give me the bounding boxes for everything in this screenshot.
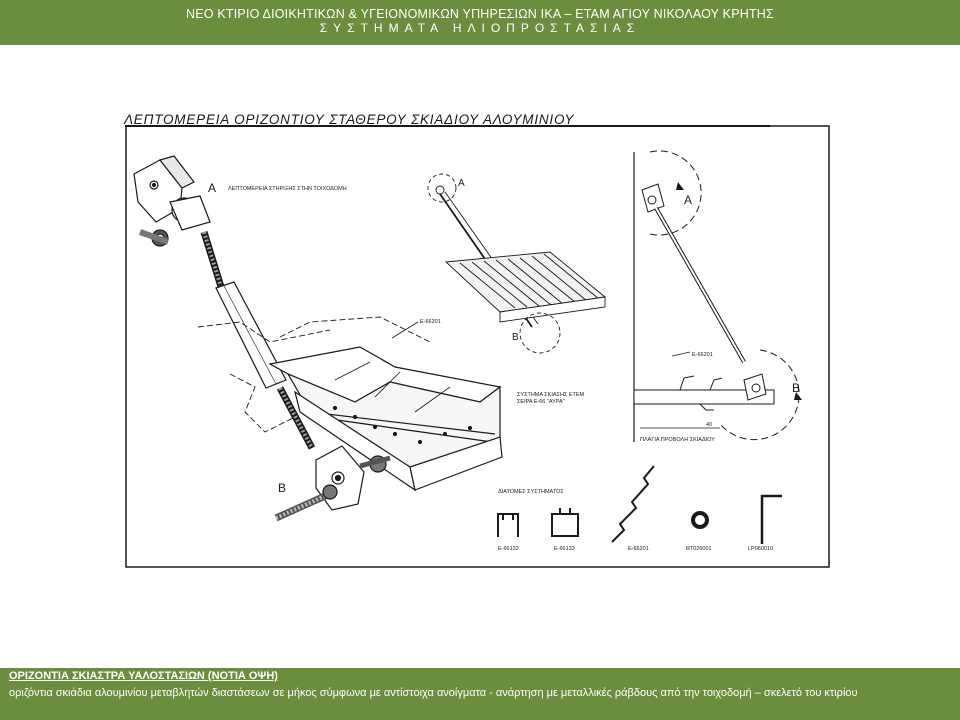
section-label-5: LP060010: [748, 546, 773, 552]
suspension-rod: [200, 230, 316, 450]
side-view-label: ΠΛΑΓΙΑ ΠΡΟΒΟΛΗ ΣΚΙΑΔΙΟΥ: [640, 437, 715, 443]
dimension-label: 40: [706, 422, 712, 428]
section-rt026001: [691, 511, 709, 529]
technical-drawing: ΛΕΠΤΟΜΕΡΕΙΑ ΟΡΙΖΟΝΤΙΟΥ ΣΤΑΘΕΡΟΥ ΣΚΙΑΔΙΟΥ…: [120, 112, 835, 570]
dashed-outline: [197, 321, 331, 343]
dashed-outline: [229, 373, 296, 433]
label-a-side: A: [684, 193, 692, 207]
footer-title: ΟΡΙΖΟΝΤΙΑ ΣΚΙΑΣΤΡΑ ΥΑΛΟΣΤΑΣΙΩΝ (ΝΟΤΙΑ ΟΨ…: [9, 670, 278, 682]
side-view: [633, 150, 802, 442]
section-label-2: E-66133: [554, 546, 575, 552]
label-b-side: B: [792, 381, 800, 395]
drawing-frame: [125, 125, 830, 568]
support-label: ΛΕΠΤΟΜΕΡΕΙΑ ΣΤΗΡΙΞΗΣ ΣΤΗΝ ΤΟΙΧΟΔΟΜΗ: [228, 186, 347, 192]
section-label-1: E-66132: [498, 546, 519, 552]
dashed-outline: [279, 316, 431, 343]
drawing-title: ΛΕΠΤΟΜΕΡΕΙΑ ΟΡΙΖΟΝΤΙΟΥ ΣΤΑΘΕΡΟΥ ΣΚΙΑΔΙΟΥ…: [123, 112, 575, 127]
bracket-a: [133, 155, 211, 247]
label-b-small: B: [512, 332, 519, 343]
section-lp060010: [760, 494, 782, 544]
section-e66201: [611, 465, 655, 543]
footer-band: ΟΡΙΖΟΝΤΙΑ ΣΚΙΑΣΤΡΑ ΥΑΛΟΣΤΑΣΙΩΝ (ΝΟΤΙΑ ΟΨ…: [0, 668, 960, 720]
small-iso-view: [427, 173, 607, 354]
section-e66132: [497, 513, 519, 537]
project-title: ΝΕΟ ΚΤΙΡΙΟ ΔΙΟΙΚΗΤΙΚΩΝ & ΥΓΕΙΟΝΟΜΙΚΩΝ ΥΠ…: [186, 7, 774, 21]
label-a-small: A: [458, 178, 465, 189]
sections-label: ΔΙΑΤΟΜΕΣ ΣΥΣΤΗΜΑΤΟΣ: [498, 489, 564, 495]
footer-description: οριζόντια σκιάδια αλουμινίου μεταβλητών …: [9, 687, 858, 699]
section-label-4: RT026001: [686, 546, 712, 552]
shading-panel: [268, 346, 503, 492]
leader-line: [391, 321, 419, 339]
label-b-left: B: [278, 481, 286, 495]
system-label-2: ΣΕΙΡΑ E-66 "ΑΥΡΑ": [517, 399, 565, 405]
section-title: ΣΥΣΤΗΜΑΤΑ ΗΛΙΟΠΡΟΣΤΑΣΙΑΣ: [319, 21, 641, 35]
label-a-left: A: [208, 181, 216, 195]
side-profile-code: E-66201: [692, 352, 713, 358]
section-label-3: E-66201: [628, 546, 649, 552]
drawing-svg: ΛΕΠΤΟΜΕΡΕΙΑ ΟΡΙΖΟΝΤΙΟΥ ΣΤΑΘΕΡΟΥ ΣΚΙΑΔΙΟΥ…: [123, 112, 830, 568]
profile-code-label: E-66201: [420, 319, 441, 325]
header-band: ΝΕΟ ΚΤΙΡΙΟ ΔΙΟΙΚΗΤΙΚΩΝ & ΥΓΕΙΟΝΟΜΙΚΩΝ ΥΠ…: [0, 0, 960, 45]
section-e66133: [551, 508, 579, 537]
system-label-1: ΣΥΣΤΗΜΑ ΣΚΙΑΣΗΣ ΕΤΕΜ: [517, 392, 585, 398]
bracket-b: [274, 445, 391, 522]
